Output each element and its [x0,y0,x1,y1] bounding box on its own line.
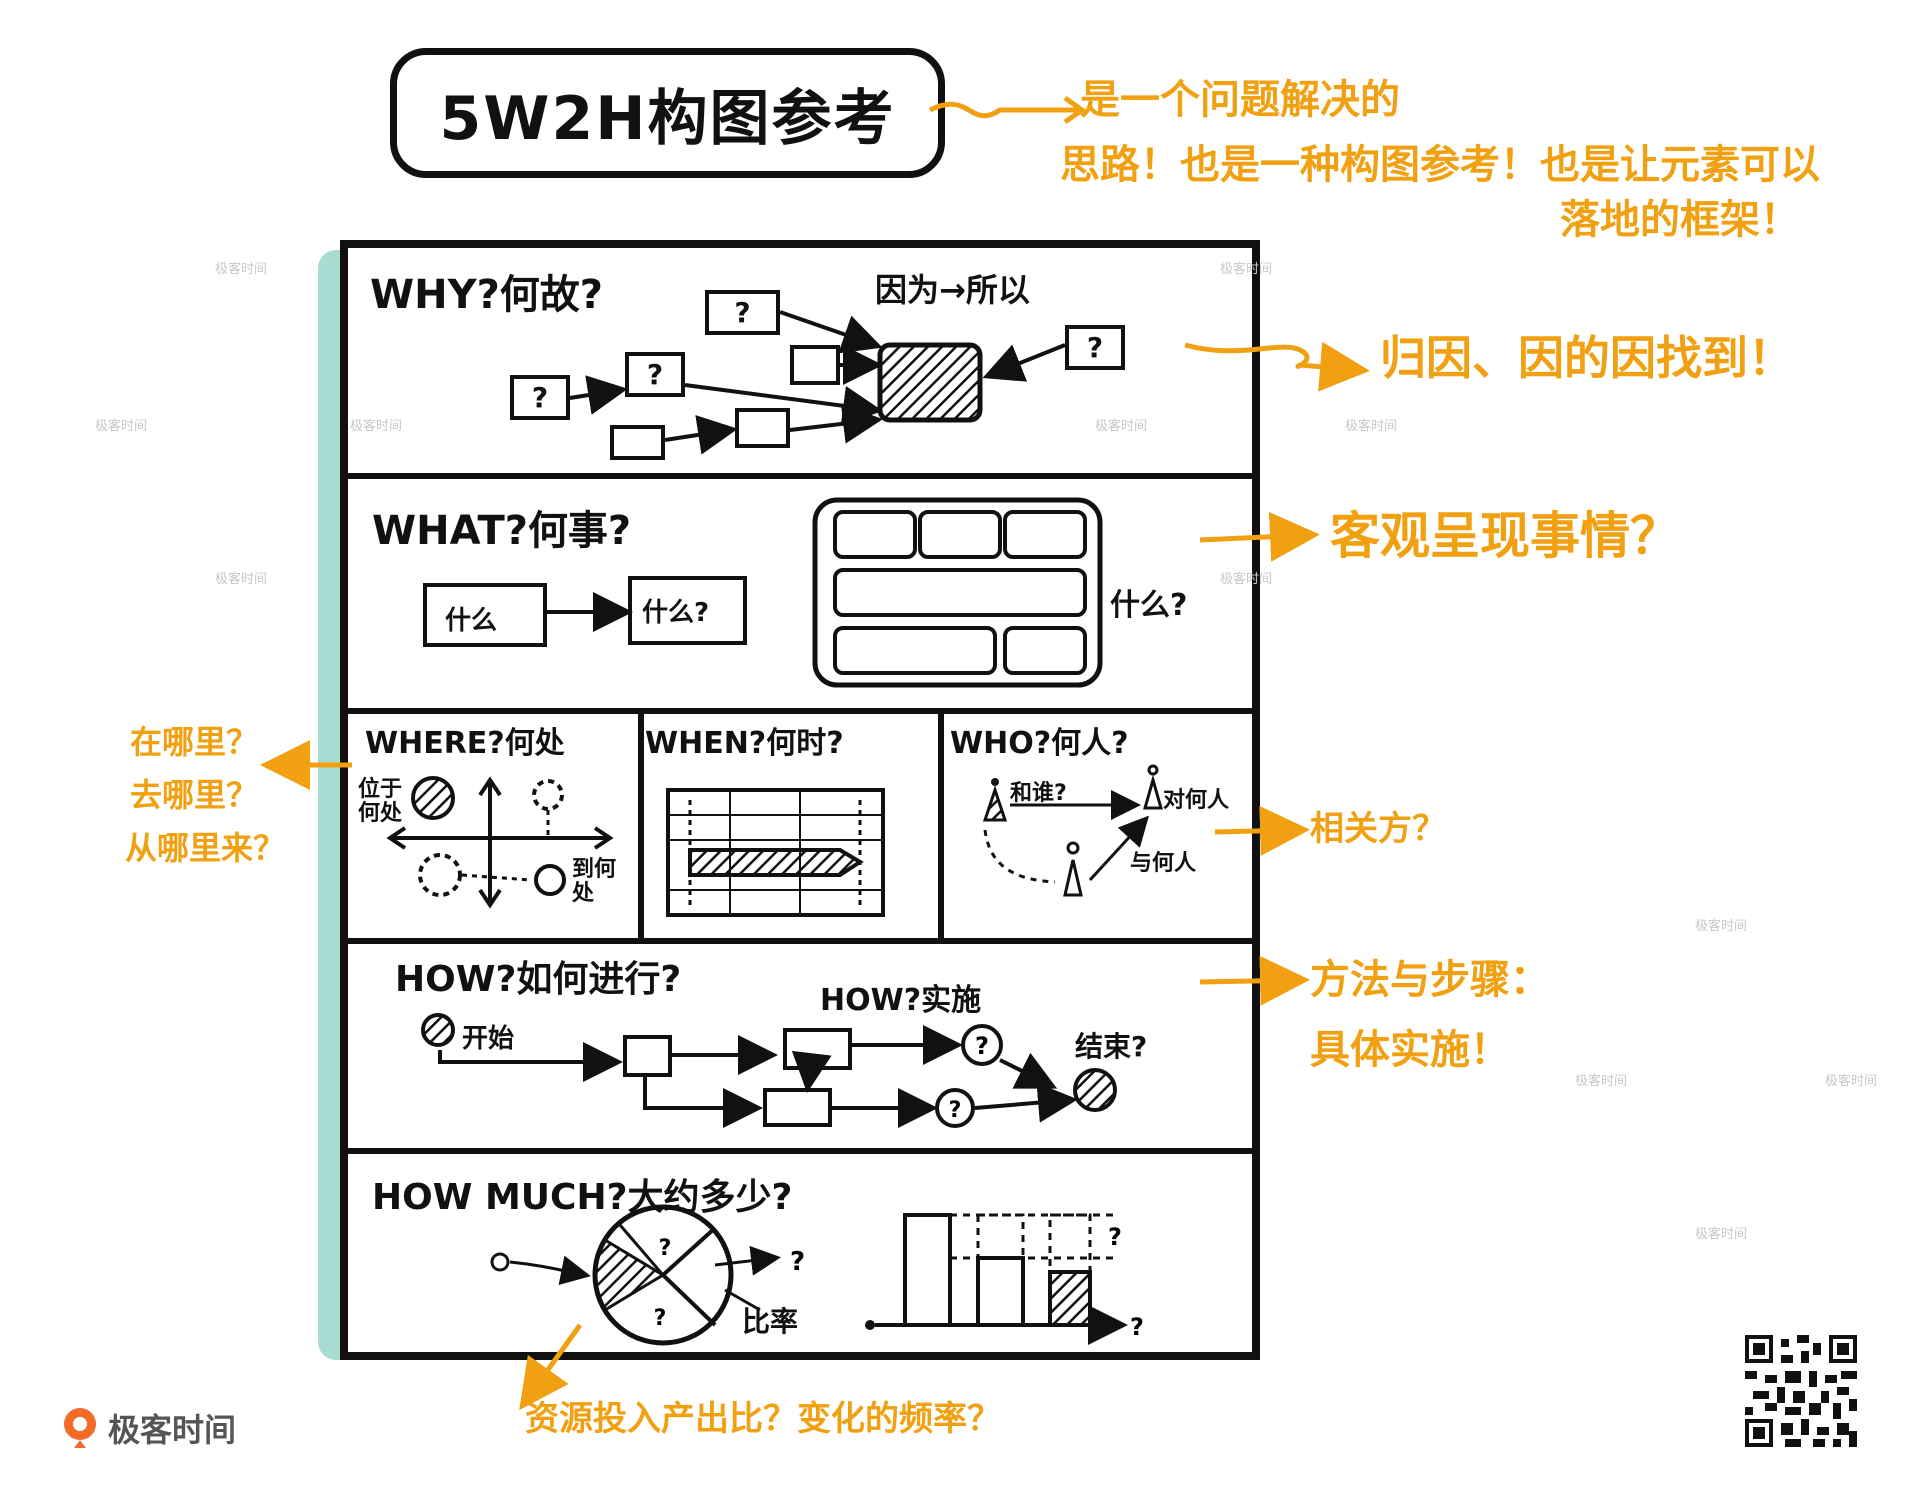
watermark: 极客时间 [1825,1074,1878,1089]
watermark: 极客时间 [1220,572,1273,587]
watermark: 极客时间 [1095,419,1148,434]
brand-name: 极客时间 [108,1411,237,1449]
what-note: 客观呈现事情？ [1330,507,1680,565]
why-note: 归因、因的因找到！ [1380,331,1794,385]
why-cause-effect: 因为→所以 [875,271,1030,309]
divider-how [348,1148,1252,1154]
why-box-5 [790,345,840,385]
divider-where [348,938,1252,944]
svg-text:?: ? [1108,1223,1122,1251]
brand-icon [64,1408,96,1448]
divider-when-who [938,708,944,944]
why-label: WHY?何故? [370,272,603,318]
howmuch-note: 资源投入产出比？变化的频率？ [525,1399,1001,1439]
how-end: 结束? [1075,1030,1148,1063]
brand-logo: 极客时间 [60,1405,236,1451]
qr-code-icon [1745,1335,1857,1447]
who-person2: 对何人 [1163,788,1230,813]
where-note-line3: 从哪里来？ [125,829,286,867]
top-note-line2: 思路！也是一种构图参考！也是让元素可以 [1060,142,1820,188]
why-question-box-2: ? [625,352,685,397]
svg-text:?: ? [790,1247,805,1277]
svg-text:?: ? [949,1098,962,1123]
who-label: WHO?何人? [950,726,1129,761]
watermark: 极客时间 [350,419,403,434]
why-question-box-1: ? [705,290,780,335]
watermark: 极客时间 [1575,1074,1628,1089]
watermark: 极客时间 [215,572,268,587]
why-box-7 [735,408,790,448]
what-box1-text: 什么 [445,606,498,636]
why-box-6 [610,425,665,460]
top-note-line1: 是一个问题解决的 [1080,77,1400,123]
top-note-line3: 落地的框架！ [1560,197,1800,243]
howmuch-label: HOW MUCH?大约多少? [372,1177,793,1218]
where-loc1: 位于何处 [358,777,403,827]
where-note-line2: 去哪里？ [130,776,259,814]
how-label: HOW?如何进行? [395,959,682,1000]
how-note-line2: 具体实施！ [1310,1027,1510,1073]
how-sub-label: HOW?实施 [820,983,982,1018]
svg-text:?: ? [654,1306,667,1331]
why-question-box-4: ? [1065,325,1125,370]
svg-text:?: ? [975,1032,989,1060]
who-note: 相关方？ [1310,809,1446,849]
where-note-line1: 在哪里？ [130,723,259,761]
watermark: 极客时间 [1345,419,1398,434]
watermark: 极客时间 [1695,919,1748,934]
how-start: 开始 [462,1024,515,1054]
howmuch-ratio: 比率 [742,1305,799,1338]
divider-why [348,473,1252,479]
who-person1: 和谁? [1010,781,1067,806]
where-loc2: 到何处 [572,857,617,907]
svg-text:?: ? [659,1236,672,1261]
watermark: 极客时间 [215,262,268,277]
how-note-line1: 方法与步骤： [1310,957,1550,1003]
why-question-box-3: ? [510,375,570,420]
who-person3: 与何人 [1130,851,1197,876]
what-box2-text: 什么? [642,598,710,628]
when-label: WHEN?何时? [645,726,844,761]
where-label: WHERE?何处 [365,726,565,761]
watermark: 极客时间 [1220,262,1273,277]
watermark: 极客时间 [1695,1227,1748,1242]
title-arrow [928,95,1087,125]
divider-what [348,708,1252,714]
what-label: WHAT?何事? [372,508,632,554]
svg-text:?: ? [1130,1313,1144,1341]
watermark: 极客时间 [95,419,148,434]
what-side-text: 什么? [1110,588,1188,623]
page-title: 5W2H构图参考 [390,48,945,178]
divider-where-when [638,708,644,944]
